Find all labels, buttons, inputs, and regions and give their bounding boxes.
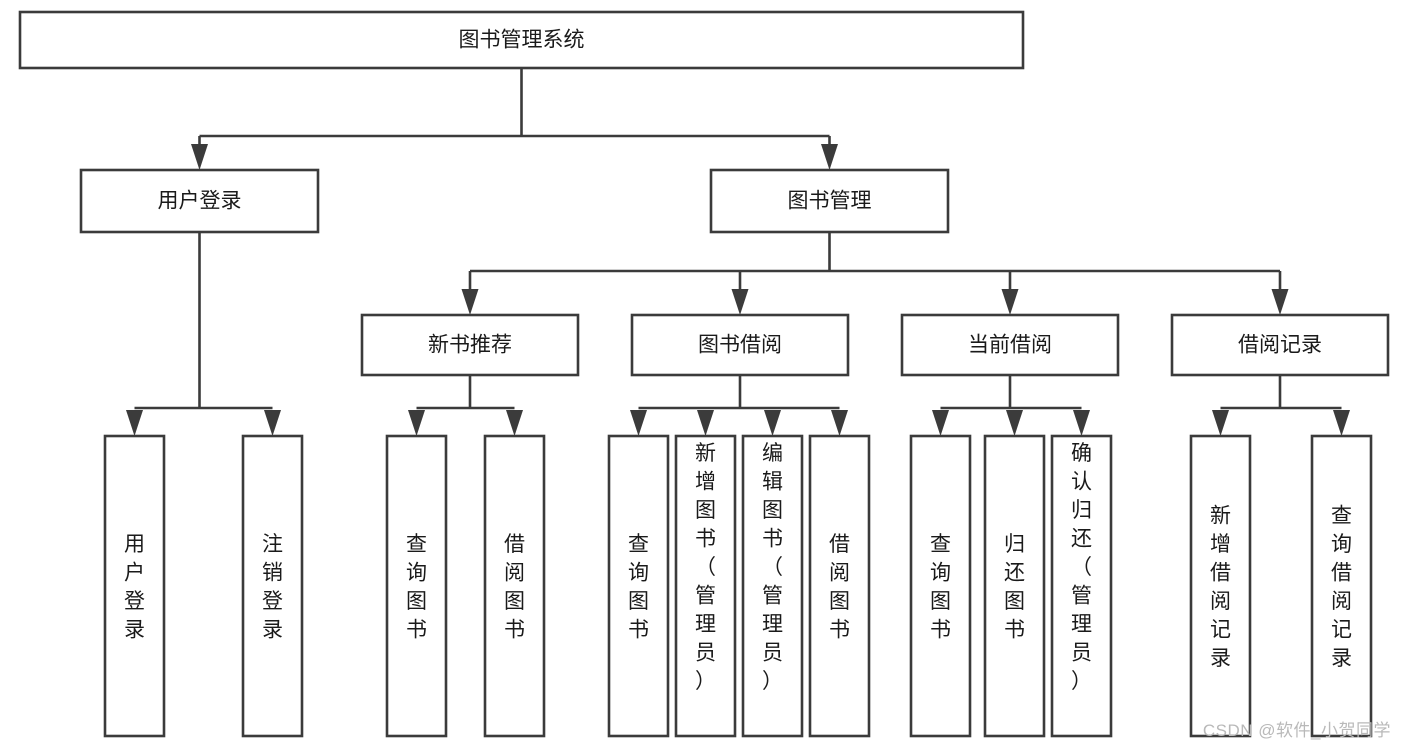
node-box xyxy=(900,313,1120,377)
arrow-head-icon xyxy=(1006,410,1023,436)
node-root[interactable]: 图书管理系统 xyxy=(18,10,1025,70)
node-label-vertical: 查询图书 xyxy=(406,533,427,642)
node-box xyxy=(1310,434,1373,738)
arrow-head-icon xyxy=(1073,410,1090,436)
arrow-head-icon xyxy=(697,410,714,436)
node-box xyxy=(103,434,166,738)
node-box xyxy=(630,313,850,377)
node-label: 用户登录 xyxy=(158,190,242,213)
node-label-vertical: 查询图书 xyxy=(930,533,951,642)
node-level3-1[interactable]: 图书借阅 xyxy=(630,313,850,377)
arrow-head-icon xyxy=(408,410,425,436)
node-label: 借阅记录 xyxy=(1238,334,1322,357)
node-label: 图书借阅 xyxy=(698,334,782,357)
node-label: 图书管理系统 xyxy=(459,29,585,52)
node-box xyxy=(79,168,320,234)
node-label-vertical: 借阅图书 xyxy=(504,533,525,642)
node-leaf-8[interactable]: 查询图书 xyxy=(909,434,972,738)
node-leaf-12[interactable]: 查询借阅记录 xyxy=(1310,434,1373,738)
node-box xyxy=(483,434,546,738)
arrow-head-icon xyxy=(764,410,781,436)
node-leaf-7[interactable]: 借阅图书 xyxy=(808,434,871,738)
arrow-head-icon xyxy=(191,144,208,170)
node-box xyxy=(1050,434,1113,738)
node-label: 图书管理 xyxy=(788,190,872,213)
node-leaf-4[interactable]: 查询图书 xyxy=(607,434,670,738)
arrow-head-icon xyxy=(1271,289,1289,315)
node-label-vertical: 编辑图书（管理员） xyxy=(762,442,783,693)
node-layer: 图书管理系统用户登录图书管理新书推荐图书借阅当前借阅借阅记录用户登录注销登录查询… xyxy=(18,10,1390,738)
arrow-head-icon xyxy=(506,410,523,436)
arrow-head-icon xyxy=(1001,289,1019,315)
arrow-head-icon xyxy=(831,410,848,436)
node-label-vertical: 借阅图书 xyxy=(829,533,850,642)
arrow-head-icon xyxy=(1333,410,1350,436)
node-leaf-2[interactable]: 查询图书 xyxy=(385,434,448,738)
arrow-head-icon xyxy=(731,289,749,315)
node-box xyxy=(709,168,950,234)
node-box xyxy=(360,313,580,377)
arrow-head-icon xyxy=(821,144,838,170)
node-level2-1[interactable]: 图书管理 xyxy=(709,168,950,234)
node-box xyxy=(1170,313,1390,377)
node-leaf-11[interactable]: 新增借阅记录 xyxy=(1189,434,1252,738)
node-leaf-6[interactable]: 编辑图书（管理员） xyxy=(741,434,804,738)
node-leaf-1[interactable]: 注销登录 xyxy=(241,434,304,738)
node-label-vertical: 确认归还（管理员） xyxy=(1071,442,1092,693)
node-box xyxy=(909,434,972,738)
node-level2-0[interactable]: 用户登录 xyxy=(79,168,320,234)
node-box xyxy=(607,434,670,738)
node-box xyxy=(18,10,1025,70)
node-box xyxy=(741,434,804,738)
arrow-head-icon xyxy=(630,410,647,436)
arrow-head-icon xyxy=(461,289,479,315)
arrow-head-icon xyxy=(126,410,143,436)
node-label-vertical: 归还图书 xyxy=(1004,533,1025,642)
node-leaf-10[interactable]: 确认归还（管理员） xyxy=(1050,434,1113,738)
node-leaf-9[interactable]: 归还图书 xyxy=(983,434,1046,738)
csdn-watermark: CSDN @软件_小贺同学 xyxy=(1202,721,1391,740)
node-leaf-3[interactable]: 借阅图书 xyxy=(483,434,546,738)
node-label-vertical: 注销登录 xyxy=(262,533,283,642)
arrow-head-icon xyxy=(1212,410,1229,436)
arrow-head-icon xyxy=(264,410,281,436)
node-leaf-5[interactable]: 新增图书（管理员） xyxy=(674,434,737,738)
node-box xyxy=(241,434,304,738)
node-label-vertical: 新增图书（管理员） xyxy=(695,442,716,693)
node-label-vertical: 查询借阅记录 xyxy=(1331,505,1352,671)
node-label-vertical: 查询图书 xyxy=(628,533,649,642)
node-label-vertical: 用户登录 xyxy=(124,533,145,642)
node-level3-3[interactable]: 借阅记录 xyxy=(1170,313,1390,377)
node-box xyxy=(983,434,1046,738)
arrow-head-icon xyxy=(932,410,949,436)
connector-layer xyxy=(126,68,1350,436)
node-box xyxy=(808,434,871,738)
node-box xyxy=(674,434,737,738)
node-label-vertical: 新增借阅记录 xyxy=(1210,505,1231,671)
node-level3-2[interactable]: 当前借阅 xyxy=(900,313,1120,377)
node-box xyxy=(385,434,448,738)
node-leaf-0[interactable]: 用户登录 xyxy=(103,434,166,738)
node-box xyxy=(1189,434,1252,738)
node-label: 新书推荐 xyxy=(428,334,512,357)
node-label: 当前借阅 xyxy=(968,334,1052,357)
node-level3-0[interactable]: 新书推荐 xyxy=(360,313,580,377)
